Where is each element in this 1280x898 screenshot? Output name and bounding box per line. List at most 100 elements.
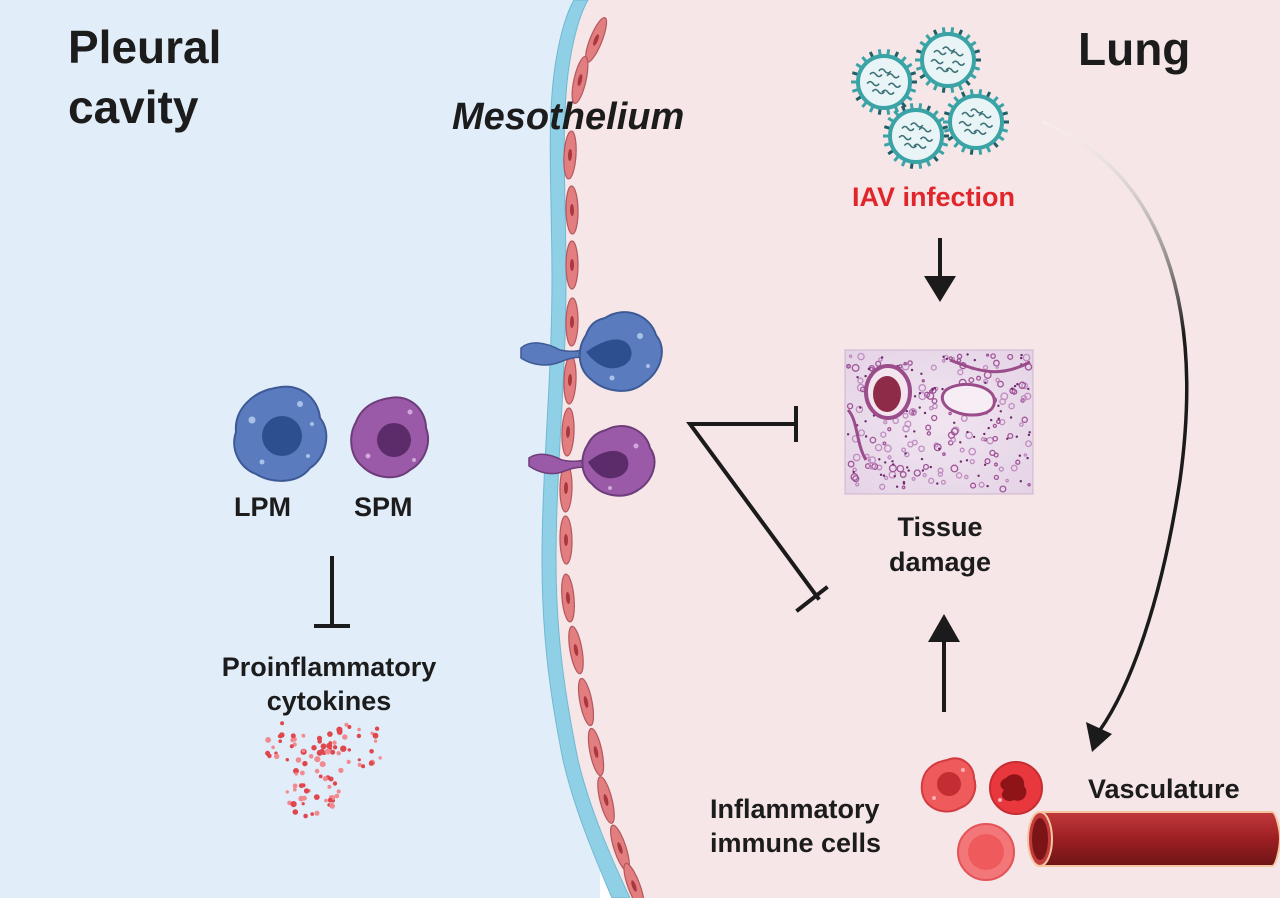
cytokine-dot [322, 776, 328, 782]
cytokine-dot [265, 750, 271, 756]
cytokine-dot [290, 801, 297, 808]
cytokine-dot [372, 732, 379, 739]
mesothelial-nucleus [567, 149, 573, 161]
cytokine-dot [302, 760, 308, 767]
cytokine-dot [332, 781, 338, 786]
cytokine-dot [368, 760, 374, 766]
tissue-histology-image [844, 349, 1034, 495]
cytokine-dot [314, 756, 321, 763]
cytokine-dot [294, 772, 298, 776]
cytokine-dot [320, 743, 327, 750]
cytokine-dot [357, 758, 361, 762]
cytokine-dot [378, 756, 382, 760]
proinflammatory-label-line1: Proinflammatory [221, 652, 437, 682]
mesothelial-nucleus [563, 534, 569, 546]
cytokine-dot [314, 810, 320, 816]
cytokine-dot [327, 784, 332, 789]
cytokine-dot [313, 794, 320, 800]
cytokine-dot [336, 789, 341, 794]
cytokine-dot [329, 803, 335, 809]
lpm-label: LPM [234, 492, 291, 522]
lpm-cell-attached [520, 311, 663, 392]
cytokine-dot [326, 742, 333, 749]
iav-virion [943, 89, 1009, 155]
cytokine-dot [303, 788, 310, 794]
mesothelial-nucleus [567, 374, 573, 386]
iav-virion [915, 27, 981, 93]
mesothelial-nucleus [631, 880, 637, 892]
mesothelium-layer [541, 0, 631, 898]
inhibition-tissue-damage [686, 406, 829, 613]
lpm-cell [233, 385, 328, 482]
cytokine-dot [301, 733, 306, 738]
cytokine-dot [342, 734, 348, 740]
cytokine-dot [344, 722, 349, 727]
vasculature-label: Vasculature [1088, 774, 1240, 804]
cytokine-dot [338, 767, 344, 774]
lung-title: Lung [1078, 23, 1191, 75]
pleural-cavity-title-line2: cavity [68, 81, 199, 133]
immune-cells-label-line2: immune cells [710, 828, 882, 858]
cytokine-dot [373, 739, 378, 743]
cytokine-dot [328, 776, 334, 782]
pleural-cavity-title-line1: Pleural [68, 21, 222, 73]
cytokine-dot [336, 751, 341, 756]
vasculature-vessel [1027, 811, 1280, 867]
cytokine-dot [330, 749, 336, 755]
tissue-damage-label-line1: Tissue [897, 512, 983, 542]
cytokine-dot [271, 745, 275, 750]
cytokine-dot [278, 739, 283, 743]
mesothelial-nucleus [577, 74, 583, 86]
cytokine-dot [319, 761, 326, 768]
cytokine-dot [301, 749, 306, 753]
cytokine-dot [357, 727, 361, 732]
cytokine-dot [293, 787, 297, 792]
cytokine-dot [332, 745, 338, 750]
mesothelium-label: Mesothelium [452, 96, 685, 138]
cytokine-dot [347, 748, 351, 752]
cytokine-dot [290, 737, 295, 743]
immune-cell-1 [920, 757, 977, 813]
cytokine-dot [290, 733, 296, 739]
cytokine-dot [314, 768, 320, 774]
cytokine-dot [369, 749, 374, 754]
mesothelial-nucleus [583, 696, 589, 708]
cytokine-dot [300, 770, 305, 776]
cytokine-dot [265, 737, 271, 743]
cytokine-dot [357, 762, 362, 767]
cytokine-dot [285, 758, 289, 762]
cytokine-dot [277, 734, 282, 738]
cytokine-dot [285, 790, 289, 794]
cytokine-dot [308, 754, 314, 759]
immune-cells-label-line1: Inflammatory [710, 794, 880, 824]
mesothelial-nucleus [565, 592, 571, 604]
immune-cell-3 [957, 823, 1015, 881]
cytokine-dot [327, 797, 333, 803]
mesothelial-nucleus [563, 482, 569, 494]
arrow-iav-to-tissue [924, 238, 956, 302]
mesothelial-nucleus [593, 34, 599, 46]
mesothelial-nucleus [573, 644, 579, 656]
spm-cell [350, 396, 429, 479]
cytokine-dots [265, 721, 382, 819]
iav-infection-label: IAV infection [852, 182, 1016, 212]
cytokine-dot [334, 793, 340, 799]
cytokine-dot [316, 735, 323, 742]
cytokine-dot [303, 813, 308, 819]
mesothelial-nucleus [569, 316, 575, 328]
mesothelial-nucleus [617, 842, 623, 854]
cytokine-dot [374, 726, 380, 731]
cytokine-dot [346, 759, 351, 765]
mesothelial-nucleus [565, 426, 571, 438]
cytokine-dot [292, 783, 298, 789]
spm-label: SPM [354, 492, 413, 522]
cytokine-dot [289, 744, 294, 749]
mesothelial-cells [559, 17, 645, 898]
cytokine-dot [318, 774, 323, 779]
immune-cell-2 [989, 761, 1043, 815]
cytokine-dot [316, 749, 323, 756]
inhibition-cytokines [314, 556, 350, 628]
cytokine-dot [324, 798, 328, 803]
